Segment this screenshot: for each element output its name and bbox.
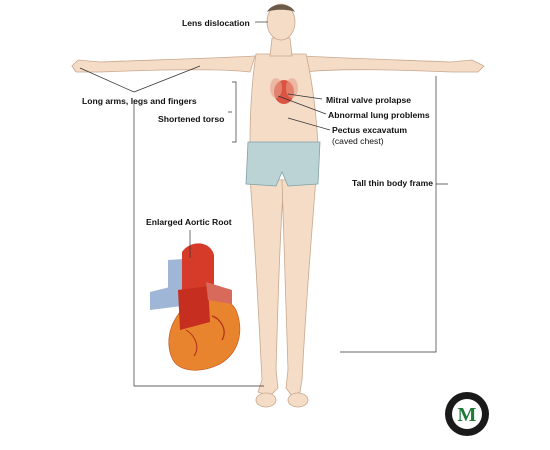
label-shortened-torso: Shortened torso (158, 114, 225, 124)
left-leg (281, 177, 317, 397)
lungs-small (270, 78, 282, 98)
label-pectus: Pectus excavatum (332, 125, 407, 135)
label-aortic-root: Enlarged Aortic Root (146, 217, 232, 227)
left-arm (302, 55, 485, 73)
pectus-leader (287, 117, 331, 131)
right-foot (255, 392, 277, 408)
long-limbs-leader (79, 65, 201, 93)
lung-leader (277, 95, 327, 115)
label-pectus-sub: (caved chest) (332, 136, 384, 146)
label-lens-dislocation: Lens dislocation (182, 18, 250, 28)
neck (269, 37, 293, 57)
enlarged-heart (150, 243, 241, 371)
chest-organs (270, 78, 298, 104)
label-tall-thin: Tall thin body frame (352, 178, 434, 188)
right-arm (71, 55, 256, 73)
hair (267, 4, 295, 12)
human-body (71, 3, 485, 408)
mitral-leader (287, 93, 323, 100)
logo-letter: M (458, 404, 477, 426)
tall-thin-bracket (340, 76, 448, 353)
lower-long-limbs-bracket (133, 100, 264, 387)
label-lung-problems: Abnormal lung problems (328, 110, 430, 120)
marshall-logo: M (445, 392, 489, 436)
label-long-limbs: Long arms, legs and fingers (82, 96, 197, 106)
right-leg (249, 177, 285, 397)
left-foot (287, 392, 309, 408)
label-mitral-valve: Mitral valve prolapse (326, 95, 412, 105)
shortened-torso-bracket (228, 81, 237, 143)
shorts (245, 141, 321, 187)
leader-lines (79, 21, 448, 387)
